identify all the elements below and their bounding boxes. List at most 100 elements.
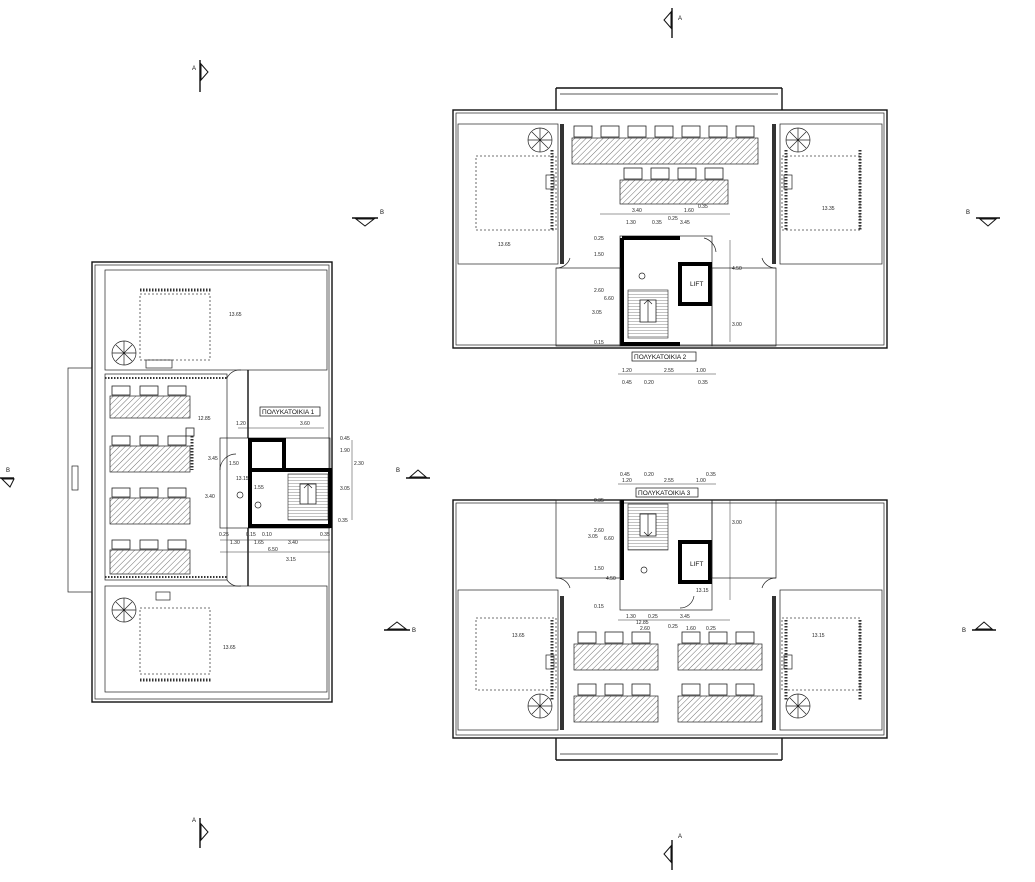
svg-text:3.05: 3.05	[592, 310, 602, 316]
svg-text:3.45: 3.45	[208, 456, 218, 462]
b3-lift-label: LIFT	[690, 561, 703, 568]
svg-text:3.05: 3.05	[340, 486, 350, 492]
svg-text:2.60: 2.60	[594, 288, 604, 294]
svg-text:0.35: 0.35	[320, 532, 330, 538]
svg-text:13.15: 13.15	[696, 588, 709, 594]
svg-text:A: A	[678, 16, 682, 22]
svg-text:1.20: 1.20	[622, 478, 632, 484]
svg-text:1.00: 1.00	[696, 368, 706, 374]
svg-text:0.25: 0.25	[668, 624, 678, 630]
svg-text:3.45: 3.45	[680, 220, 690, 226]
b1-seat-row-1	[109, 385, 191, 419]
b2-dimensions: 3.40 1.60 0.35 1.30 0.25 3.45 0.25 1.50 …	[594, 204, 742, 386]
svg-text:2.60: 2.60	[640, 626, 650, 632]
section-marker-a-bottom-left: A	[192, 818, 209, 848]
svg-text:B: B	[962, 628, 966, 634]
b1-seat-row-4	[109, 539, 191, 575]
svg-text:3.40: 3.40	[205, 494, 215, 500]
b3-seat-row-2	[573, 683, 763, 723]
svg-text:B: B	[966, 210, 970, 216]
svg-text:B: B	[396, 468, 400, 474]
building-1-plan: 13.65 12.85	[67, 261, 364, 703]
svg-text:0.25: 0.25	[706, 626, 716, 632]
svg-text:A: A	[192, 66, 196, 72]
svg-text:1.30: 1.30	[626, 220, 636, 226]
svg-text:0.35: 0.35	[338, 518, 348, 524]
svg-text:1.65: 1.65	[254, 540, 264, 546]
b1-dimensions: 3.60 1.20 0.45 1.90 2.30 1.50 3.40 0.35 …	[205, 421, 364, 553]
svg-text:1.00: 1.00	[696, 478, 706, 484]
section-marker-b-center: B	[396, 468, 430, 479]
svg-text:3.05: 3.05	[588, 534, 598, 540]
svg-text:0.35: 0.35	[698, 204, 708, 210]
svg-text:0.45: 0.45	[620, 472, 630, 478]
building-2-label: ΠΟΛΥΚΑΤΟΙΚΙΑ 2	[634, 354, 687, 361]
building-3-plan: 13.65 13.15 LIFT	[452, 472, 888, 761]
b1-side-planter	[185, 427, 195, 470]
svg-text:2.30: 2.30	[354, 461, 364, 467]
svg-text:13.65: 13.65	[498, 242, 511, 248]
svg-text:13.65: 13.65	[512, 633, 525, 639]
svg-text:1.50: 1.50	[594, 252, 604, 258]
svg-text:0.35: 0.35	[706, 472, 716, 478]
svg-text:1.50: 1.50	[594, 566, 604, 572]
svg-text:13.65: 13.65	[223, 645, 236, 651]
svg-text:2.60: 2.60	[594, 528, 604, 534]
svg-text:3.00: 3.00	[732, 322, 742, 328]
svg-text:0.35: 0.35	[652, 220, 662, 226]
svg-text:0.25: 0.25	[594, 236, 604, 242]
svg-text:6.60: 6.60	[604, 296, 614, 302]
svg-text:0.15: 0.15	[594, 340, 604, 346]
svg-text:0.10: 0.10	[262, 532, 272, 538]
svg-text:0.25: 0.25	[668, 216, 678, 222]
svg-text:0.35: 0.35	[594, 498, 604, 504]
svg-text:0.20: 0.20	[644, 380, 654, 386]
svg-text:12.85: 12.85	[198, 416, 211, 422]
svg-text:0.45: 0.45	[340, 436, 350, 442]
svg-text:2.55: 2.55	[664, 478, 674, 484]
svg-text:B: B	[412, 628, 416, 634]
svg-text:4.50: 4.50	[732, 266, 742, 272]
building-2-plan: 13.65 13.35 LIFT	[452, 87, 888, 386]
svg-text:1.20: 1.20	[236, 421, 246, 427]
svg-text:0.15: 0.15	[246, 532, 256, 538]
svg-text:0.20: 0.20	[644, 472, 654, 478]
building-3-label: ΠΟΛΥΚΑΤΟΙΚΙΑ 3	[638, 490, 691, 497]
svg-text:6.50: 6.50	[268, 547, 278, 553]
svg-text:13.15: 13.15	[812, 633, 825, 639]
section-marker-b-upper-mid: B	[352, 210, 384, 227]
b1-seat-row-2	[109, 435, 191, 473]
svg-text:6.60: 6.60	[604, 536, 614, 542]
b2-lift-label: LIFT	[690, 281, 703, 288]
svg-text:0.15: 0.15	[594, 604, 604, 610]
svg-text:1.60: 1.60	[684, 208, 694, 214]
svg-text:13.35: 13.35	[822, 206, 835, 212]
section-marker-b-upper-right: B	[966, 210, 1000, 227]
b2-seat-row-1	[571, 125, 759, 165]
svg-text:0.25: 0.25	[219, 532, 229, 538]
section-marker-a-top-left: A	[192, 60, 209, 92]
svg-text:B: B	[380, 210, 384, 216]
svg-text:3.60: 3.60	[300, 421, 310, 427]
svg-text:B: B	[6, 468, 10, 474]
svg-text:3.15: 3.15	[286, 557, 296, 563]
svg-text:3.40: 3.40	[632, 208, 642, 214]
svg-text:0.25: 0.25	[648, 614, 658, 620]
b3-seat-row-1	[573, 631, 763, 671]
svg-text:0.35: 0.35	[698, 380, 708, 386]
svg-text:3.45: 3.45	[680, 614, 690, 620]
svg-text:0.45: 0.45	[622, 380, 632, 386]
section-marker-a-top-center: A	[663, 8, 682, 38]
svg-text:1.50: 1.50	[229, 461, 239, 467]
b1-seat-row-3	[109, 487, 191, 525]
svg-text:13.65: 13.65	[229, 312, 242, 318]
section-marker-b-lower-mid: B	[384, 621, 416, 634]
section-marker-b-left: B	[0, 468, 15, 488]
svg-text:1.30: 1.30	[626, 614, 636, 620]
svg-text:4.50: 4.50	[606, 576, 616, 582]
svg-text:12.85: 12.85	[636, 620, 649, 626]
svg-text:A: A	[192, 818, 196, 824]
section-marker-b-lower-right: B	[962, 621, 996, 634]
section-marker-a-bottom-center: A	[663, 834, 682, 870]
svg-text:A: A	[678, 834, 682, 840]
